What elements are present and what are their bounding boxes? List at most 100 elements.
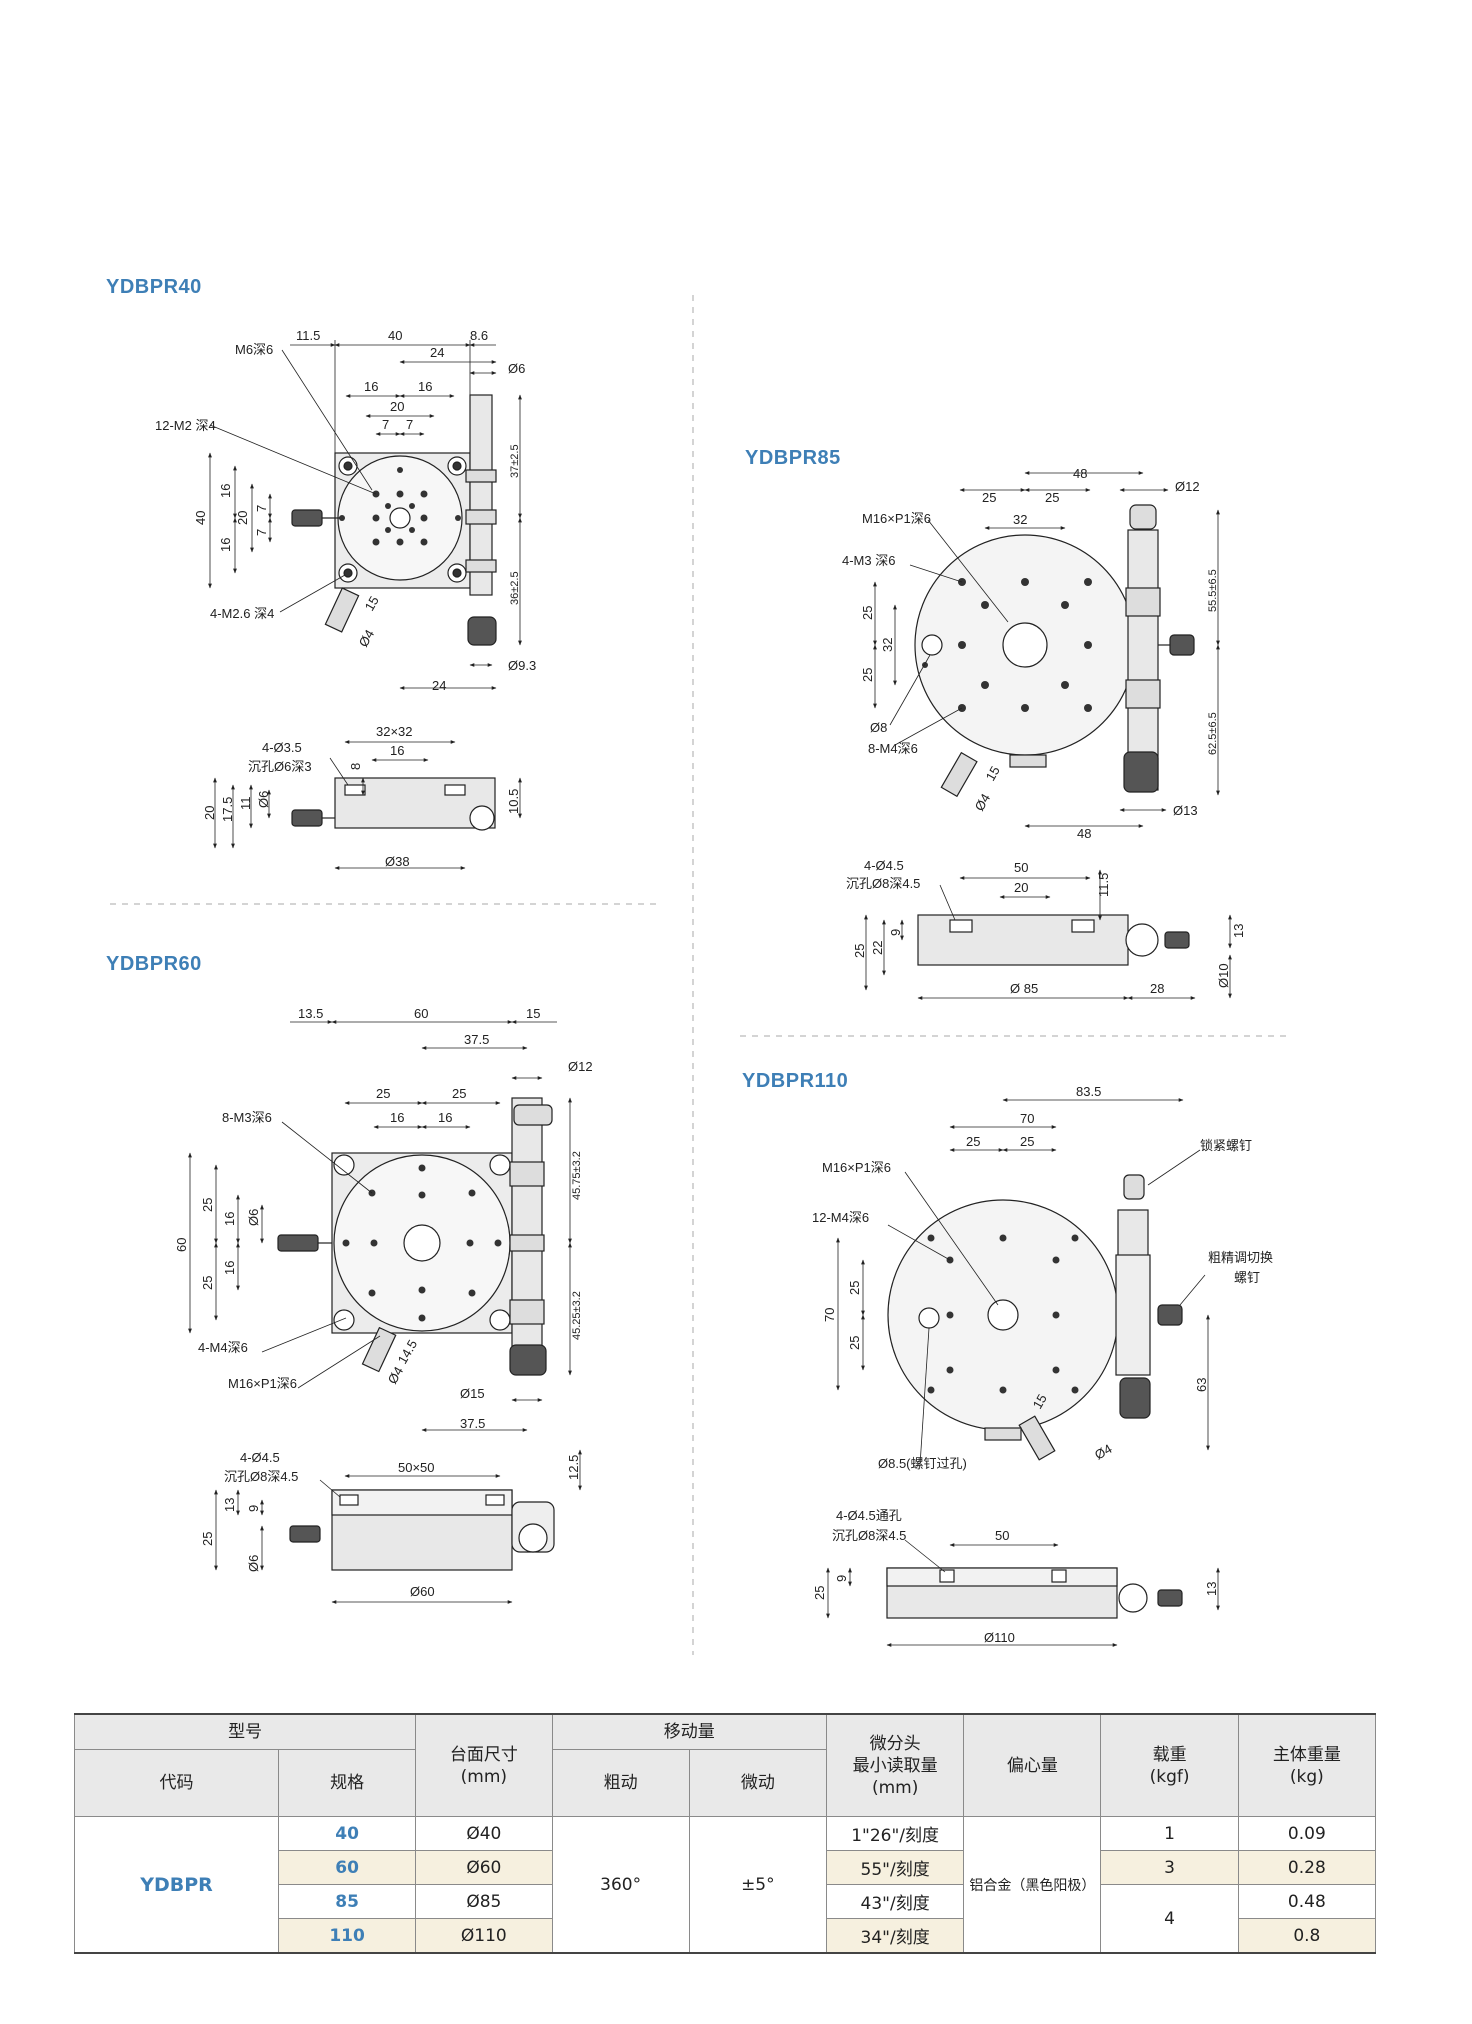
svg-text:锁紧螺钉: 锁紧螺钉 bbox=[1200, 1138, 1252, 1153]
fine-cell: ±5° bbox=[688, 1816, 827, 1954]
svg-text:16: 16 bbox=[390, 1110, 404, 1125]
svg-text:12-M2 深4: 12-M2 深4 bbox=[155, 418, 216, 433]
svg-text:20: 20 bbox=[202, 806, 217, 820]
svg-text:15: 15 bbox=[362, 593, 382, 613]
svg-text:粗精调切换: 粗精调切换 bbox=[1208, 1250, 1273, 1265]
coarse-cell: 360° bbox=[551, 1816, 690, 1954]
svg-text:48: 48 bbox=[1077, 826, 1091, 841]
svg-text:62.5±6.5: 62.5±6.5 bbox=[1207, 712, 1219, 755]
svg-text:48: 48 bbox=[1073, 466, 1087, 481]
svg-text:70: 70 bbox=[822, 1308, 837, 1322]
svg-text:4-M3 深6: 4-M3 深6 bbox=[842, 553, 895, 568]
ydbpr40-top-view bbox=[291, 340, 497, 646]
svg-text:Ø4: Ø4 bbox=[1092, 1441, 1115, 1463]
header-table-size-unit: (mm) bbox=[460, 1766, 508, 1787]
svg-text:36±2.5: 36±2.5 bbox=[509, 571, 521, 605]
svg-text:25: 25 bbox=[1045, 490, 1059, 505]
header-load: 载重 (kgf) bbox=[1100, 1713, 1239, 1817]
svg-text:M6深6: M6深6 bbox=[235, 342, 273, 357]
spec-cell: 60 bbox=[277, 1850, 417, 1885]
weight-cell: 0.48 bbox=[1237, 1884, 1377, 1919]
svg-text:Ø 85: Ø 85 bbox=[1010, 981, 1038, 996]
title-ydbpr110: YDBPR110 bbox=[742, 1070, 849, 1092]
header-coarse: 粗动 bbox=[551, 1749, 690, 1817]
header-weight-label: 主体重量 bbox=[1272, 1744, 1341, 1765]
svg-text:32×32: 32×32 bbox=[376, 724, 413, 739]
svg-text:16: 16 bbox=[222, 1261, 237, 1275]
svg-text:25: 25 bbox=[860, 668, 875, 682]
svg-text:9: 9 bbox=[834, 1575, 849, 1582]
svg-text:7: 7 bbox=[254, 505, 269, 512]
header-table-size: 台面尺寸 (mm) bbox=[415, 1713, 553, 1817]
svg-text:9: 9 bbox=[246, 1505, 261, 1512]
svg-text:25: 25 bbox=[452, 1086, 466, 1101]
svg-text:37±2.5: 37±2.5 bbox=[509, 444, 521, 478]
svg-text:Ø6: Ø6 bbox=[246, 1555, 261, 1572]
ydbpr60-side-view bbox=[289, 1489, 555, 1571]
micrometer-cell: 43"/刻度 bbox=[825, 1884, 965, 1919]
svg-text:55.5±6.5: 55.5±6.5 bbox=[1207, 569, 1219, 612]
header-eccentric: 偏心量 bbox=[963, 1713, 1102, 1817]
svg-text:11.5: 11.5 bbox=[1096, 873, 1111, 897]
svg-text:M16×P1深6: M16×P1深6 bbox=[228, 1376, 297, 1391]
eccentric-cell: 铝合金（黑色阳极） bbox=[963, 1816, 1102, 1954]
svg-text:Ø8.5(螺钉过孔): Ø8.5(螺钉过孔) bbox=[878, 1456, 967, 1471]
svg-text:37.5: 37.5 bbox=[464, 1032, 489, 1047]
ydbpr85-top-dims bbox=[873, 471, 1220, 828]
svg-text:25: 25 bbox=[847, 1281, 862, 1295]
svg-text:25: 25 bbox=[852, 944, 867, 958]
size-cell: Ø85 bbox=[415, 1884, 553, 1919]
svg-text:20: 20 bbox=[1014, 880, 1028, 895]
header-micrometer-l2: 最小读取量 bbox=[852, 1755, 938, 1776]
svg-text:8-M3深6: 8-M3深6 bbox=[222, 1110, 272, 1125]
table-row: 110 Ø110 34"/刻度 0.8 bbox=[75, 1918, 1377, 1954]
svg-text:8: 8 bbox=[348, 763, 363, 770]
svg-text:Ø9.3: Ø9.3 bbox=[508, 658, 536, 673]
svg-text:25: 25 bbox=[1020, 1134, 1034, 1149]
svg-text:40: 40 bbox=[193, 511, 208, 525]
svg-text:24: 24 bbox=[432, 678, 446, 693]
table-row: 60 Ø60 55"/刻度 3 0.28 bbox=[75, 1850, 1377, 1885]
header-load-unit: (kgf) bbox=[1149, 1766, 1190, 1787]
svg-text:Ø6: Ø6 bbox=[246, 1209, 261, 1226]
svg-text:25: 25 bbox=[860, 606, 875, 620]
header-micrometer-unit: (mm) bbox=[871, 1777, 919, 1798]
ydbpr110-side-dims bbox=[826, 1539, 1220, 1647]
header-weight-unit: (kg) bbox=[1289, 1766, 1324, 1787]
ydbpr110-side-labels: 50 25 9 13 Ø110 4-Ø4.5通孔 沉孔Ø8深4.5 bbox=[812, 1508, 1219, 1645]
svg-text:32: 32 bbox=[880, 638, 895, 652]
svg-text:Ø15: Ø15 bbox=[460, 1386, 485, 1401]
svg-text:Ø12: Ø12 bbox=[1175, 479, 1200, 494]
svg-text:4-M4深6: 4-M4深6 bbox=[198, 1340, 248, 1355]
svg-text:16: 16 bbox=[438, 1110, 452, 1125]
ydbpr60-side-labels: 50×50 25 13 9 Ø6 12.5 Ø60 4-Ø4.5 沉孔Ø8深4.… bbox=[200, 1450, 581, 1599]
svg-text:70: 70 bbox=[1020, 1111, 1034, 1126]
svg-text:45.25±3.2: 45.25±3.2 bbox=[571, 1291, 583, 1340]
ydbpr60-side-dims bbox=[214, 1449, 582, 1604]
svg-text:16: 16 bbox=[364, 379, 378, 394]
svg-text:50: 50 bbox=[1014, 860, 1028, 875]
code-cell: YDBPR bbox=[74, 1816, 279, 1954]
svg-text:20: 20 bbox=[390, 399, 404, 414]
header-code: 代码 bbox=[74, 1749, 279, 1817]
svg-text:25: 25 bbox=[200, 1198, 215, 1212]
ydbpr40-top-dims bbox=[208, 343, 522, 690]
svg-text:28: 28 bbox=[1150, 981, 1164, 996]
svg-text:沉孔Ø8深4.5: 沉孔Ø8深4.5 bbox=[224, 1469, 298, 1484]
svg-text:40: 40 bbox=[388, 328, 402, 343]
svg-text:15: 15 bbox=[526, 1006, 540, 1021]
svg-text:M16×P1深6: M16×P1深6 bbox=[822, 1160, 891, 1175]
svg-text:沉孔Ø8深4.5: 沉孔Ø8深4.5 bbox=[846, 876, 920, 891]
ydbpr60-top-view bbox=[277, 1097, 553, 1376]
svg-text:13: 13 bbox=[1231, 924, 1246, 938]
svg-text:13.5: 13.5 bbox=[298, 1006, 323, 1021]
load-cell: 4 bbox=[1100, 1884, 1239, 1954]
svg-text:M16×P1深6: M16×P1深6 bbox=[862, 511, 931, 526]
load-cell: 1 bbox=[1100, 1816, 1239, 1851]
svg-text:16: 16 bbox=[218, 538, 233, 552]
svg-text:8-M4深6: 8-M4深6 bbox=[868, 741, 918, 756]
svg-text:9: 9 bbox=[888, 929, 903, 936]
